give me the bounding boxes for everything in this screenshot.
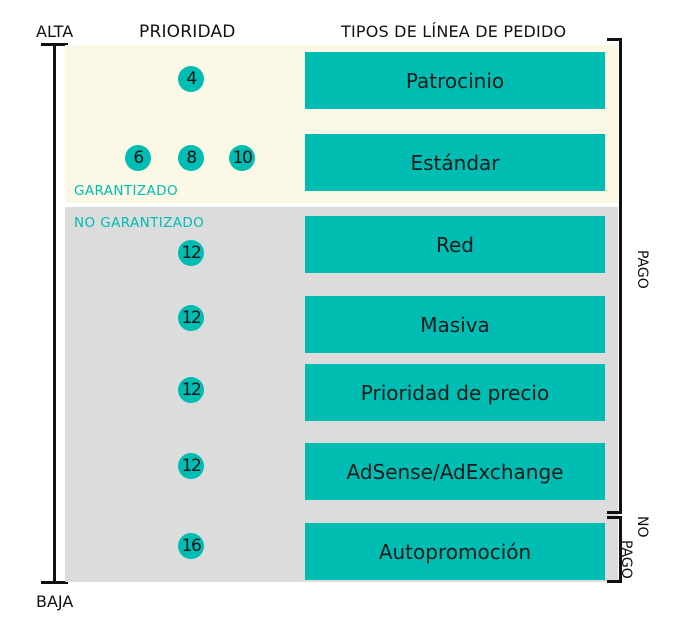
line-item-adsense-adexchange: AdSense/AdExchange xyxy=(305,443,605,500)
priority-badge: 12 xyxy=(178,377,204,403)
line-item-red: Red xyxy=(305,216,605,273)
priority-badge: 4 xyxy=(178,66,204,92)
priority-header: PRIORIDAD xyxy=(139,22,236,42)
section-divider xyxy=(65,203,618,207)
paid-bracket-top xyxy=(607,38,622,41)
line-item-patrocinio: Patrocinio xyxy=(305,52,605,109)
unpaid-bracket xyxy=(619,516,622,583)
unpaid-label-line1: NO xyxy=(634,516,650,538)
guaranteed-label: GARANTIZADO xyxy=(74,183,178,199)
paid-label: PAGO xyxy=(634,250,650,289)
non-guaranteed-label: NO GARANTIZADO xyxy=(74,215,205,231)
scale-bottom-label: BAJA xyxy=(36,592,74,611)
unpaid-label-line2: PAGO xyxy=(618,540,634,579)
line-item-types-header: TIPOS DE LÍNEA DE PEDIDO xyxy=(341,22,567,41)
line-item-estandar: Estándar xyxy=(305,134,605,191)
priority-badge: 8 xyxy=(178,145,204,171)
priority-badge: 12 xyxy=(178,453,204,479)
line-item-prioridad-de-precio: Prioridad de precio xyxy=(305,364,605,421)
priority-badge: 6 xyxy=(125,145,151,171)
priority-badge: 16 xyxy=(178,533,204,559)
line-item-masiva: Masiva xyxy=(305,296,605,353)
priority-badge: 10 xyxy=(229,145,255,171)
unpaid-bracket-top xyxy=(607,516,622,519)
priority-badge: 12 xyxy=(178,240,204,266)
priority-badge: 12 xyxy=(178,305,204,331)
unpaid-bracket-bottom xyxy=(607,580,622,583)
scale-bottom-cap xyxy=(41,581,68,584)
priority-scale-axis xyxy=(53,43,56,584)
line-item-autopromocion: Autopromoción xyxy=(305,523,605,580)
paid-bracket-bottom xyxy=(607,511,622,514)
paid-bracket xyxy=(619,38,622,514)
scale-top-label: ALTA xyxy=(36,22,74,41)
